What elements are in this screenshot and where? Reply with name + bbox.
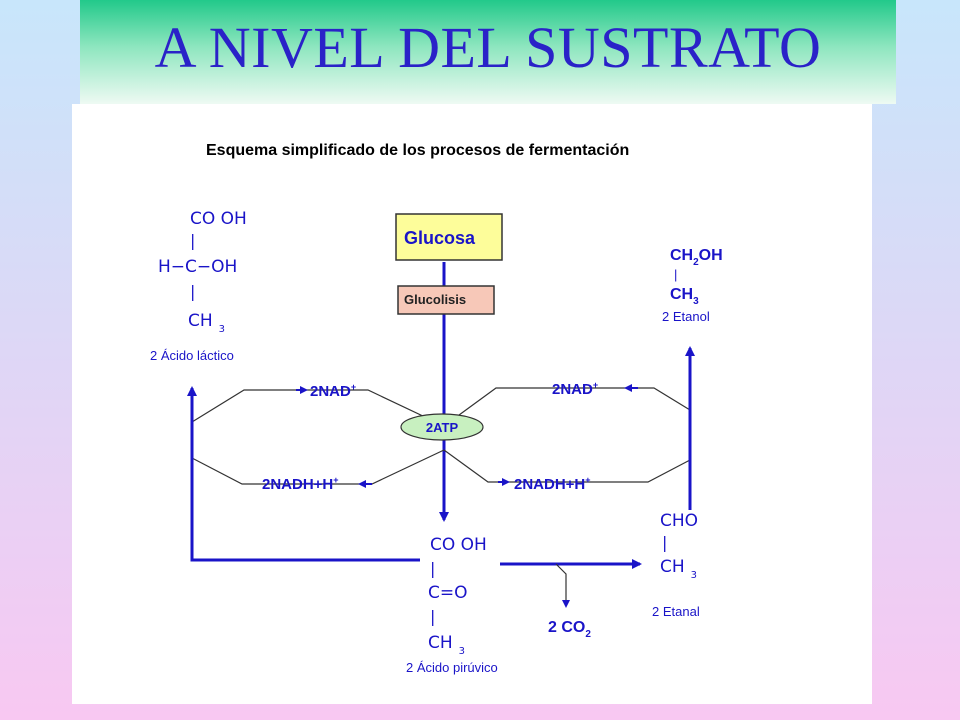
page-title: A NIVEL DEL SUSTRATO	[154, 15, 822, 80]
nad-right-label: 2NAD+	[552, 380, 598, 398]
diagram-panel: Esquema simplificado de los procesos de …	[72, 104, 872, 704]
nadh-left-label: 2NADH+H+	[262, 475, 339, 493]
fermentation-diagram: Esquema simplificado de los procesos de …	[150, 142, 723, 675]
co2-release-arrow	[555, 563, 570, 608]
svg-text:|: |	[674, 267, 677, 282]
lactico-caption: 2 Ácido láctico	[150, 348, 234, 363]
nad-left-label: 2NAD+	[310, 382, 356, 400]
etanol-caption: 2 Etanol	[662, 309, 710, 324]
svg-text:CH2OH: CH2OH	[670, 247, 723, 268]
svg-text:|: |	[190, 231, 195, 250]
glucolisis-label: Glucolisis	[404, 292, 466, 307]
svg-text:CH3: CH3	[428, 633, 465, 657]
svg-text:CO OH: CO OH	[430, 535, 487, 555]
title-banner: A NIVEL DEL SUSTRATO	[80, 0, 896, 104]
etanal-caption: 2 Etanal	[652, 604, 700, 619]
svg-text:|: |	[430, 607, 435, 626]
piruvico-to-lactico-arrow	[187, 386, 420, 562]
svg-text:C=O: C=O	[428, 583, 468, 603]
svg-text:CH3: CH3	[670, 286, 699, 307]
glucosa-label: Glucosa	[404, 228, 476, 248]
diagram-heading: Esquema simplificado de los procesos de …	[206, 142, 629, 159]
svg-text:CH3: CH3	[660, 557, 697, 581]
svg-text:|: |	[190, 282, 195, 301]
svg-text:CO OH: CO OH	[190, 209, 247, 229]
svg-text:CHO: CHO	[660, 511, 698, 531]
svg-text:|: |	[430, 559, 435, 578]
etanol-structure: CH2OH | CH3 2 Etanol	[662, 247, 723, 324]
glucolisis-box: Glucolisis	[397, 285, 495, 315]
co2-label: 2 CO2	[548, 619, 591, 640]
left-nad-cycle	[191, 389, 445, 485]
right-nad-cycle	[443, 387, 691, 483]
nadh-right-label: 2NADH+H+	[514, 475, 591, 493]
atp-ellipse: 2ATP	[400, 413, 484, 441]
glucosa-box: Glucosa	[395, 213, 503, 261]
svg-text:CH3: CH3	[188, 311, 225, 335]
atp-label: 2ATP	[426, 420, 459, 435]
svg-text:|: |	[662, 533, 667, 552]
svg-text:H−C−OH: H−C−OH	[158, 257, 237, 277]
piruvico-caption: 2 Ácido pirúvico	[406, 660, 498, 675]
